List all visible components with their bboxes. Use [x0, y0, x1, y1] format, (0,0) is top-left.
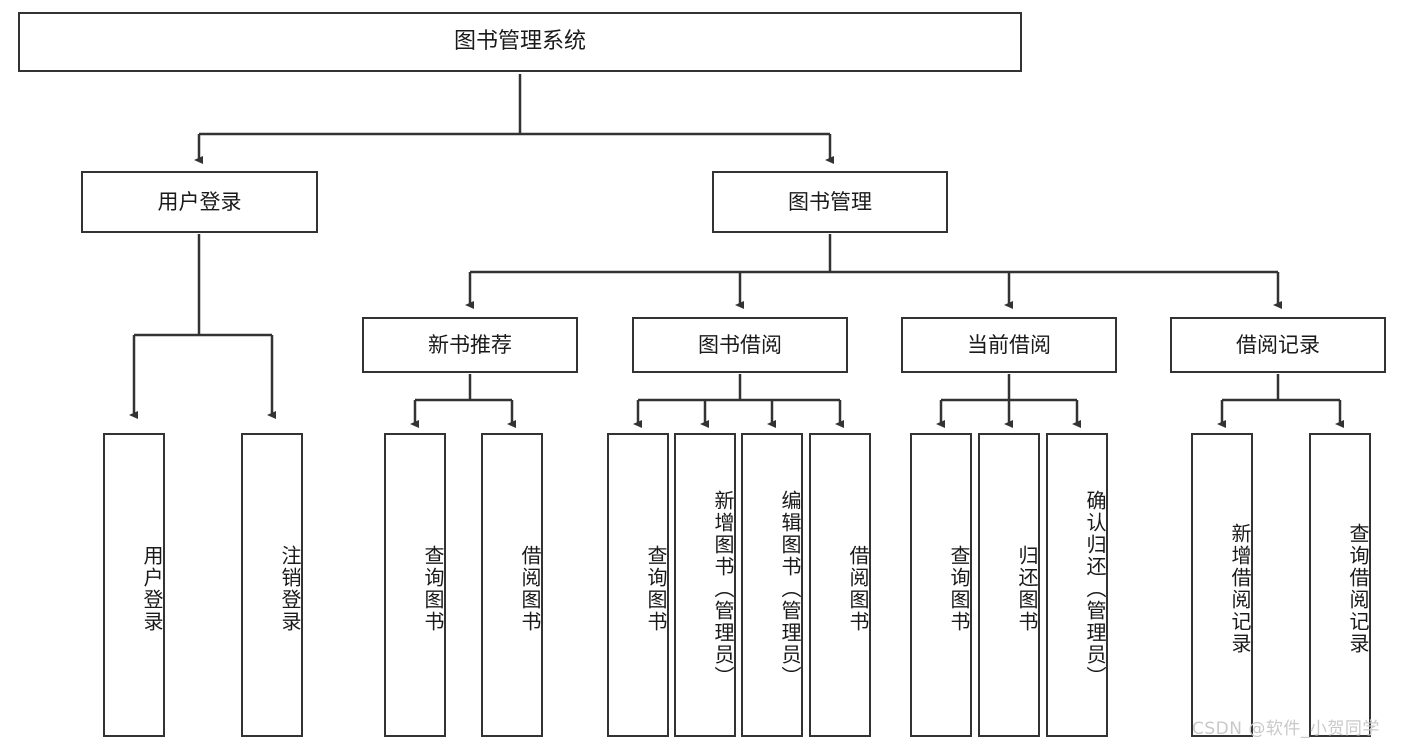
node-label: 确认归还（管理员）: [1083, 490, 1107, 688]
node-label: 查询图书: [644, 545, 668, 633]
leaf-borrow-book-1[interactable]: 借阅图书: [481, 433, 543, 737]
node-borrow-record[interactable]: 借阅记录: [1170, 317, 1386, 373]
node-label: 用户登录: [140, 545, 164, 633]
node-label: 注销登录: [278, 545, 302, 633]
leaf-edit-book[interactable]: 编辑图书（管理员）: [741, 433, 803, 737]
node-user-login[interactable]: 用户登录: [81, 171, 318, 233]
leaf-query-book-3[interactable]: 查询图书: [910, 433, 972, 737]
leaf-add-book[interactable]: 新增图书（管理员）: [674, 433, 736, 737]
csdn-watermark: CSDN @软件_小贺同学: [1192, 719, 1380, 739]
leaf-user-login[interactable]: 用户登录: [103, 433, 165, 737]
node-label: 借阅图书: [846, 545, 870, 633]
node-label: 新增借阅记录: [1228, 523, 1252, 655]
node-label: 图书借阅: [698, 332, 782, 357]
leaf-add-record[interactable]: 新增借阅记录: [1191, 433, 1253, 737]
node-label: 查询图书: [421, 545, 445, 633]
node-label: 新增图书（管理员）: [711, 490, 735, 688]
node-label: 归还图书: [1015, 545, 1039, 633]
node-label: 查询借阅记录: [1346, 523, 1370, 655]
leaf-query-book-2[interactable]: 查询图书: [607, 433, 669, 737]
node-label: 图书管理系统: [453, 29, 586, 55]
node-label: 借阅记录: [1236, 332, 1320, 357]
leaf-query-book-1[interactable]: 查询图书: [384, 433, 446, 737]
node-label: 用户登录: [157, 189, 242, 214]
node-label: 新书推荐: [428, 332, 512, 357]
leaf-borrow-book-2[interactable]: 借阅图书: [809, 433, 871, 737]
node-label: 图书管理: [788, 189, 872, 214]
node-label: 当前借阅: [967, 332, 1051, 357]
node-label: 编辑图书（管理员）: [778, 490, 802, 688]
node-label: 借阅图书: [518, 545, 542, 633]
leaf-confirm-return[interactable]: 确认归还（管理员）: [1046, 433, 1108, 737]
node-book-management-system[interactable]: 图书管理系统: [18, 12, 1022, 72]
leaf-query-record[interactable]: 查询借阅记录: [1309, 433, 1371, 737]
node-book-borrow[interactable]: 图书借阅: [632, 317, 848, 373]
node-new-book-recommend[interactable]: 新书推荐: [362, 317, 578, 373]
leaf-logout[interactable]: 注销登录: [241, 433, 303, 737]
node-label: 查询图书: [947, 545, 971, 633]
node-current-borrow[interactable]: 当前借阅: [901, 317, 1117, 373]
node-book-manage[interactable]: 图书管理: [712, 171, 948, 233]
leaf-return-book[interactable]: 归还图书: [978, 433, 1040, 737]
